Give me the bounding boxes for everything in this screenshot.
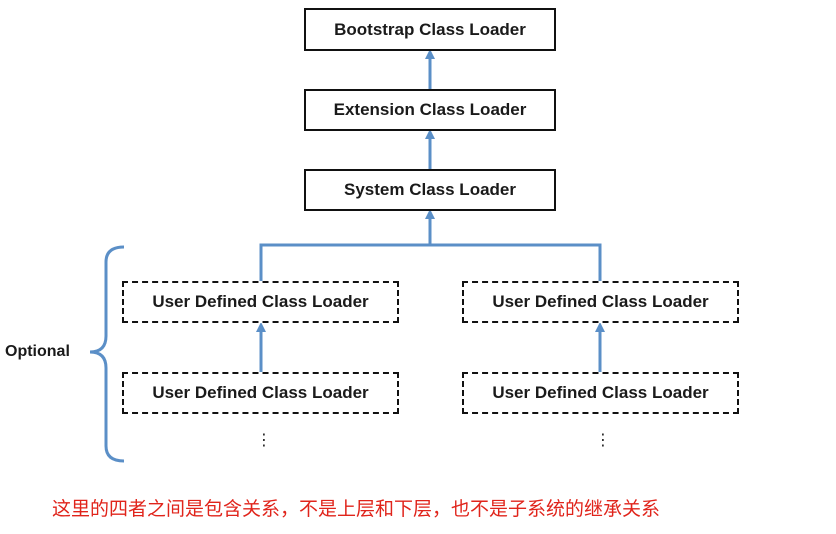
ellipsis-left: ⋮ [256, 430, 272, 449]
note-text: 这里的四者之间是包含关系，不是上层和下层，也不是子系统的继承关系 [52, 498, 661, 520]
system-class-loader-box: System Class Loader [304, 169, 556, 211]
ellipsis-right: ⋮ [595, 430, 611, 449]
user-defined-class-loader-left-top: User Defined Class Loader [122, 281, 399, 323]
optional-brace [89, 245, 125, 463]
arrow-user-defined-to-system [259, 243, 602, 281]
bootstrap-class-loader-box: Bootstrap Class Loader [304, 8, 556, 51]
user-defined-class-loader-right-bottom: User Defined Class Loader [462, 372, 739, 414]
user-defined-class-loader-right-top: User Defined Class Loader [462, 281, 739, 323]
optional-label: Optional [5, 343, 70, 360]
extension-class-loader-box: Extension Class Loader [304, 89, 556, 131]
user-defined-class-loader-left-bottom: User Defined Class Loader [122, 372, 399, 414]
